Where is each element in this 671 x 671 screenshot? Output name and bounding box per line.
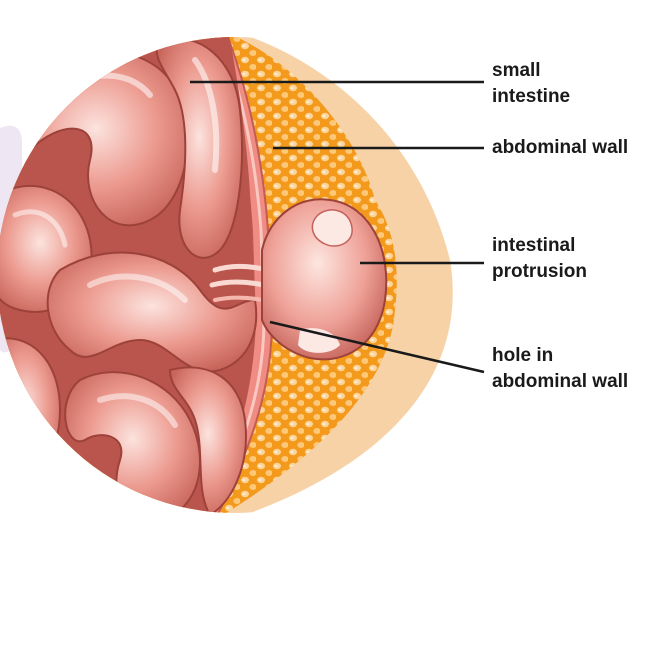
- intestine-loop: [155, 37, 243, 259]
- leader-line-hole: [269, 320, 485, 374]
- protrusion-shape: [261, 198, 388, 361]
- cross-section: [0, 37, 473, 513]
- label-small-intestine: small intestine: [492, 60, 571, 107]
- label-abdominal-wall: abdominal wall: [492, 137, 629, 158]
- label-hole-in-abdominal-wall: hole in abdominal wall: [492, 345, 629, 392]
- label-intestinal-protrusion: intestinal protrusion: [492, 235, 587, 282]
- intestine-loop: [64, 371, 201, 513]
